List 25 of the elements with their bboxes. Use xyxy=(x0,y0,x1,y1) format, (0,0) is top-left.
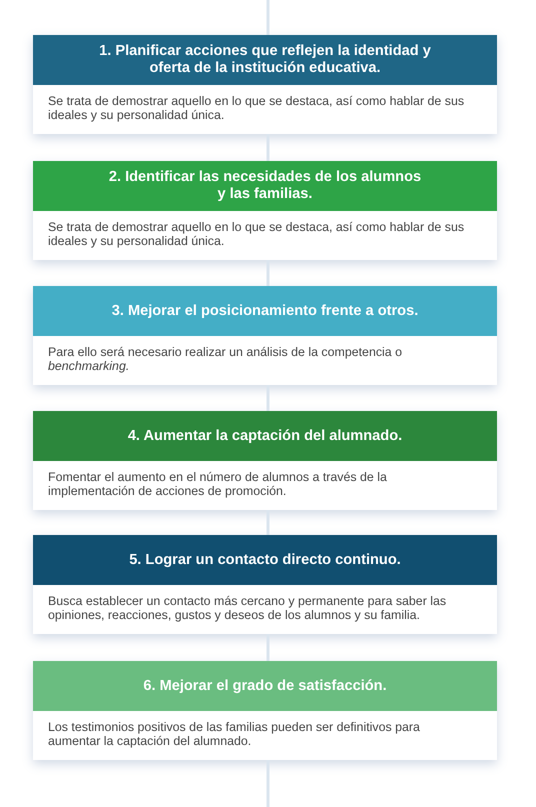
step-title: 5. Lograr un contacto directo continuo. xyxy=(129,552,401,568)
step-title: 2. Identificar las necesidades de los alumnos y las familias. xyxy=(108,169,422,203)
step-title: 3. Mejorar el posicionamiento frente a otros. xyxy=(112,302,418,320)
connector-line xyxy=(266,510,270,535)
connector-line xyxy=(266,634,270,661)
step-card xyxy=(33,661,497,760)
connector-line xyxy=(266,385,270,411)
connector-line xyxy=(266,134,270,161)
connector-line xyxy=(266,0,270,35)
step-description: Busca establecer un contacto más cercano y permanente para saber las opiniones, reacciones, gustos y deseos de los alumnos y su familia. xyxy=(48,594,448,622)
step-card xyxy=(33,411,497,510)
step-title: 6. Mejorar el grado de satisfacción. xyxy=(143,678,387,694)
step-description: Los testimonios positivos de las familias pueden ser definitivos para aumentar la captación del alumnado. xyxy=(48,720,421,748)
step-description: Se trata de demostrar aquello en lo que se destaca, así como hablar de sus ideales y su personalidad única. xyxy=(48,94,466,122)
step-title: 1. Planificar acciones que reflejen la identidad y oferta de la institución educativa. xyxy=(98,43,432,77)
step-card xyxy=(33,161,497,260)
step-card xyxy=(33,35,497,134)
step-card xyxy=(33,286,497,385)
step-card xyxy=(33,535,497,634)
step-description: Para ello será necesario realizar un análisis de la competencia o benchmarking. xyxy=(48,345,404,373)
step-description: Fomentar el aumento en el número de alumnos a través de la implementación de acciones de promoción. xyxy=(48,470,388,498)
connector-line xyxy=(266,260,270,286)
step-description: Se trata de demostrar aquello en lo que se destaca, así como hablar de sus ideales y su personalidad única. xyxy=(48,220,466,248)
connector-line xyxy=(266,760,270,807)
step-title: 4. Aumentar la captación del alumnado. xyxy=(128,428,402,444)
